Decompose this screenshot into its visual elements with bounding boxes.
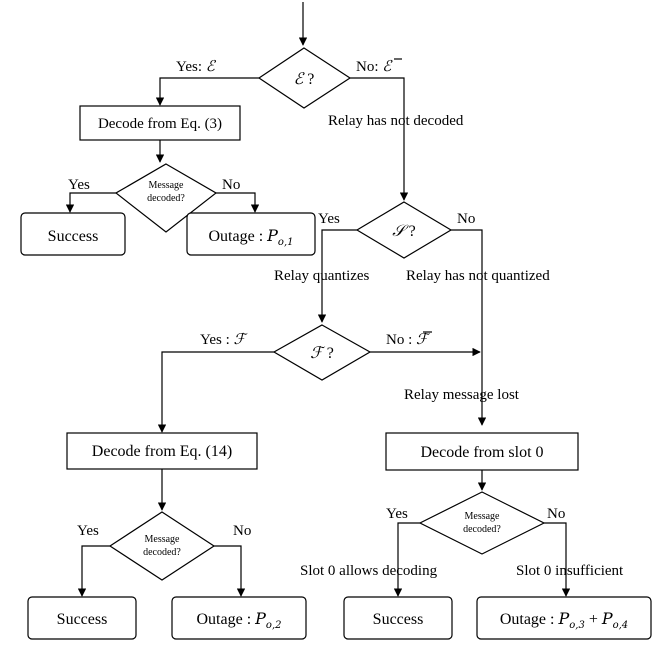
message-check-2-yes: Yes [77,523,99,539]
message-check-1: Message decoded? Yes No [68,163,240,233]
decision-s-no-label: No [457,211,475,227]
outage-2-box: Outage : Po,2 [171,596,307,640]
message-check-1-line2: decoded? [147,193,185,204]
success-1-rect [20,212,126,256]
decode-slot0-box: Decode from slot 0 [385,432,579,471]
decision-s-diamond [355,201,453,259]
decision-e-diamond [257,47,352,109]
outage-1-box: Outage : Po,1 [186,212,316,256]
success-3-text: Success [373,611,424,628]
outage-3-rect [476,596,652,640]
decode-eq3-text: Decode from Eq. (3) [98,116,222,132]
decision-s: 𝒮 ? Yes No [318,201,475,259]
message-check-1-no: No [222,177,240,193]
message-check-2-line2: decoded? [143,547,181,558]
slot0-insufficient-label: Slot 0 insufficient [516,563,624,579]
decision-e-yes-label: Yes: ℰ [176,57,217,75]
message-check-3-yes: Yes [386,506,408,522]
decode-eq14-rect [66,432,258,470]
decision-f: ℱ ? Yes : ℱ No : ℱ [200,324,432,381]
decision-f-label: ℱ ? [310,343,334,362]
relay-message-lost-label: Relay message lost [404,387,520,403]
decode-eq14-box: Decode from Eq. (14) [66,432,258,470]
s-yes-arrow [317,229,357,323]
decision-f-no-label: No : ℱ [386,330,431,348]
message-check-3: Message decoded? Yes No [386,491,565,555]
message-check-3-no: No [547,506,565,522]
message-check-2: Message decoded? Yes No [77,511,251,581]
message-check-3-line2: decoded? [463,524,501,535]
message-check-1-yes: Yes [68,177,90,193]
outage-2-rect [171,596,307,640]
decision-f-yes-label: Yes : ℱ [200,330,249,348]
decode-slot0-rect [385,432,579,471]
decision-s-yes-label: Yes [318,211,340,227]
check1-yes-arrow [65,192,116,213]
check2-yes-arrow [77,545,110,597]
connectors [65,2,571,597]
e-no-arrow [350,77,409,201]
check3-no-arrow [544,522,571,597]
decode-eq14-text: Decode from Eq. (14) [92,443,232,460]
decision-e: ℰ ? Yes: ℰ No: ℰ [176,47,402,109]
success-1-text: Success [48,228,99,245]
decision-e-label: ℰ ? [294,69,315,88]
message-check-2-line1: Message [145,534,181,545]
relay-not-decoded-label: Relay has not decoded [328,113,464,129]
check3-yes-arrow [393,522,420,597]
f-yes-arrow [157,351,274,433]
check2-no-arrow [214,545,246,597]
outage-3-text: Outage : Po,3 + Po,4 [500,609,628,631]
relay-quantizes-label: Relay quantizes [274,268,370,284]
success-2-text: Success [57,611,108,628]
message-check-3-diamond [418,491,546,555]
message-check-2-diamond [108,511,216,581]
check1-no-arrow [216,192,260,213]
relay-not-quantized-label: Relay has not quantized [406,268,550,284]
success-2-box: Success [27,596,137,640]
decision-e-no-label: No: ℰ [356,57,393,75]
decision-f-diamond [272,324,372,381]
message-check-2-no: No [233,523,251,539]
decision-s-label: 𝒮 ? [392,221,416,240]
success-3-rect [343,596,453,640]
decode-eq3-box: Decode from Eq. (3) [79,105,241,141]
outage-2-text: Outage : Po,2 [197,609,282,631]
decode-slot0-text: Decode from slot 0 [420,444,543,461]
e-yes-arrow [155,77,259,106]
slot0-allows-label: Slot 0 allows decoding [300,563,438,579]
success-2-rect [27,596,137,640]
outage-3-box: Outage : Po,3 + Po,4 [476,596,652,640]
s-no-arrow [451,229,487,426]
message-check-1-diamond [114,163,218,233]
message-check-3-line1: Message [465,511,501,522]
message-check-1-line1: Message [149,180,185,191]
outage-1-rect [186,212,316,256]
outage-1-text: Outage : Po,1 [209,226,294,248]
success-1-box: Success [20,212,126,256]
decode-eq3-rect [79,105,241,141]
success-3-box: Success [343,596,453,640]
